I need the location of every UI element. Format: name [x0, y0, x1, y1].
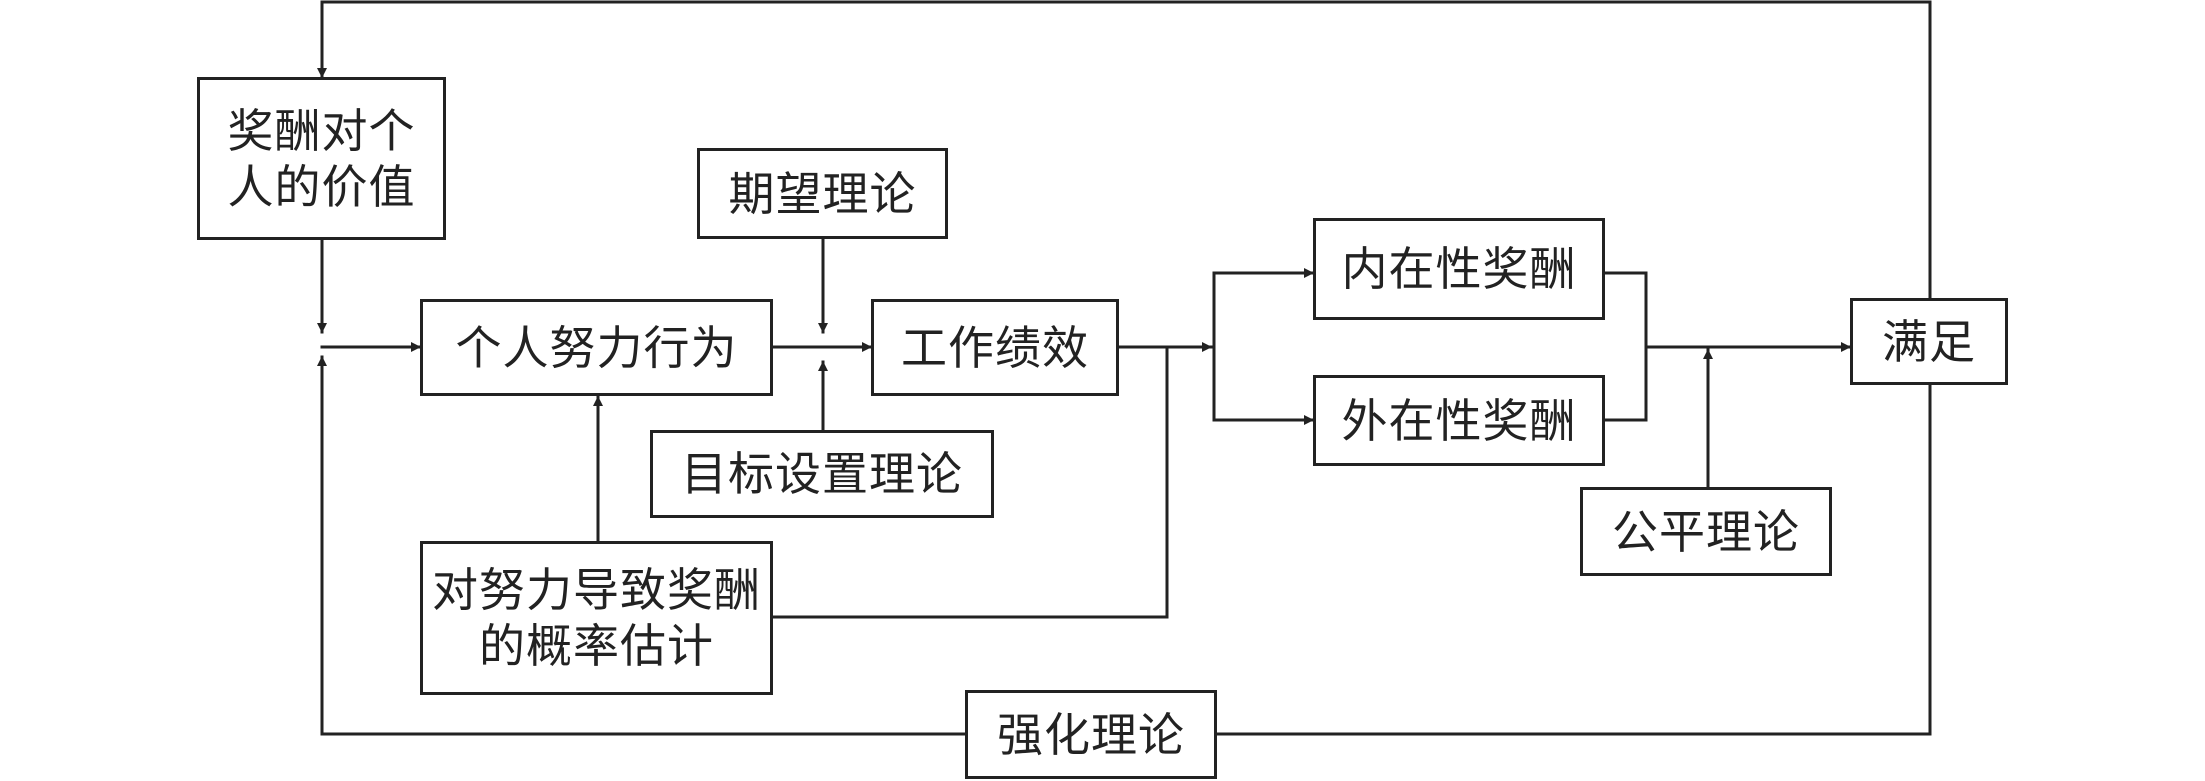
probability-performance-line — [771, 345, 1169, 619]
reinforcement-theory-label: 强化理论 — [997, 707, 1185, 762]
equity-theory-label: 公平理论 — [1612, 504, 1800, 559]
individual-effort-label: 个人努力行为 — [455, 320, 738, 375]
extrinsic-reward-box: 外在性奖酬 — [1313, 375, 1605, 466]
extrinsic-reward-label: 外在性奖酬 — [1341, 393, 1577, 448]
reinforcement-theory-box: 强化理论 — [965, 690, 1217, 779]
goal-setting-theory-label: 目标设置理论 — [681, 447, 963, 501]
individual-effort-box: 个人努力行为 — [420, 299, 773, 396]
reward-value-box: 奖酬对个 人的价值 — [197, 77, 446, 240]
expectancy-theory-box: 期望理论 — [697, 148, 948, 239]
effort-reward-probability-label: 对努力导致奖酬 的概率估计 — [432, 563, 761, 673]
job-performance-box: 工作绩效 — [871, 299, 1119, 396]
intrinsic-reward-box: 内在性奖酬 — [1313, 218, 1605, 320]
satisfaction-box: 满足 — [1850, 298, 2008, 385]
intrinsic-reward-label: 内在性奖酬 — [1341, 242, 1577, 296]
equity-theory-box: 公平理论 — [1580, 487, 1832, 576]
satisfaction-label: 满足 — [1882, 314, 1976, 369]
job-performance-label: 工作绩效 — [901, 320, 1089, 375]
feedback-loop-arrow — [317, 0, 1932, 300]
effort-reward-probability-box: 对努力导致奖酬 的概率估计 — [420, 541, 773, 695]
goal-setting-theory-box: 目标设置理论 — [650, 430, 994, 518]
reward-value-label: 奖酬对个 人的价值 — [227, 103, 416, 214]
expectancy-theory-label: 期望理论 — [728, 166, 917, 221]
